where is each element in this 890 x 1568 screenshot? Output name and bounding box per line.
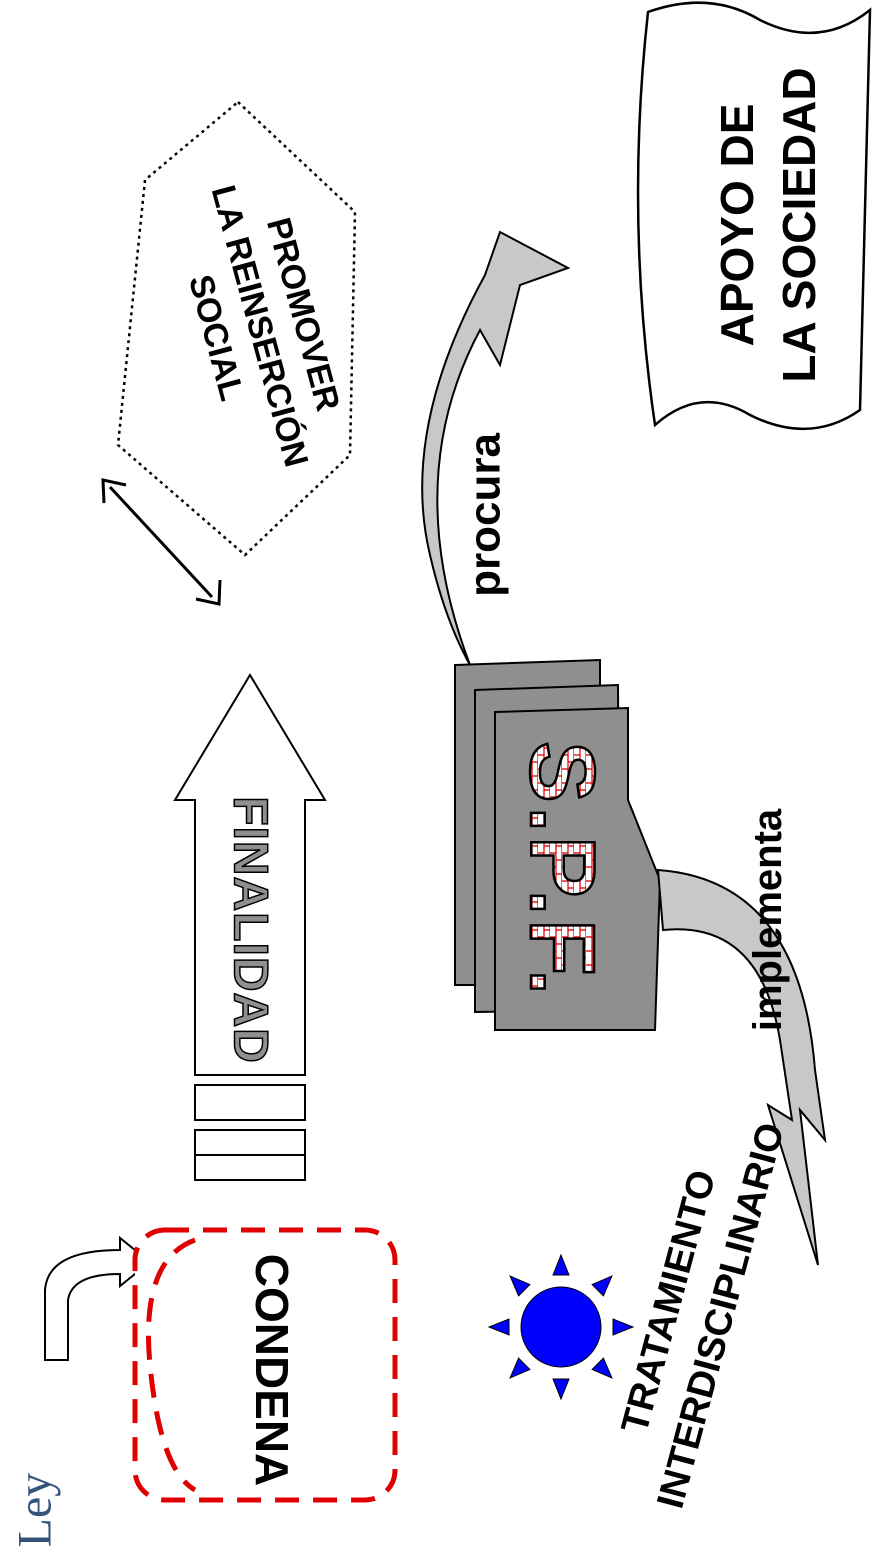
apoyo-text: APOYO DE LA SOCIEDAD: [711, 67, 825, 382]
sun-icon: [487, 1253, 635, 1401]
finalidad-arrow: [173, 673, 327, 1181]
spf-logo: S.P.F.: [510, 740, 615, 1000]
finalidad-label: FINALIDAD: [224, 796, 277, 1064]
apoyo-line2: LA SOCIEDAD: [773, 67, 825, 382]
apoyo-banner: [636, 1, 872, 430]
spf-label: S.P.F.: [511, 741, 613, 999]
condena-label: CONDENA: [246, 1254, 298, 1487]
apoyo-line1: APOYO DE: [711, 104, 763, 347]
implementa-arrow: [656, 868, 827, 1266]
implementa-label: implementa: [746, 808, 790, 1031]
tratamiento-text: TRATAMIENTO INTERDISCIPLINARIO: [614, 1119, 793, 1513]
promover-hexagon: [116, 100, 357, 557]
ley-label: Ley: [9, 1473, 62, 1548]
spf-document-stack: S.P.F.: [454, 658, 662, 1031]
condena-box: [132, 1227, 398, 1503]
double-headed-arrow: [101, 478, 222, 606]
procura-label: procura: [461, 433, 510, 597]
procura-arrow: [421, 230, 571, 666]
